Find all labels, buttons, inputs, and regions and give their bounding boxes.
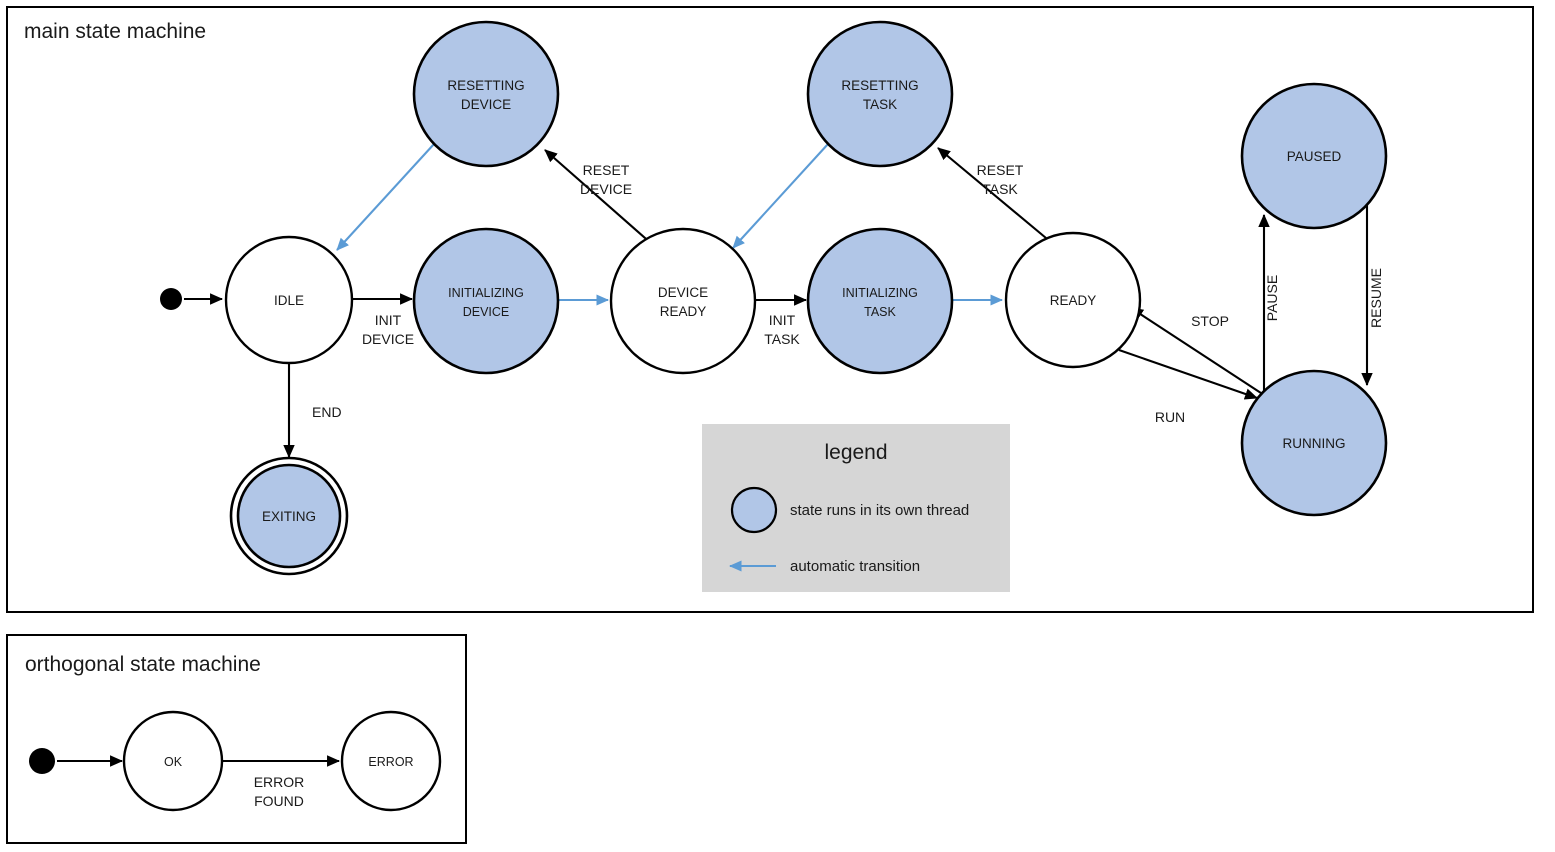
- label-stop: STOP: [1191, 313, 1229, 329]
- label-reset-device-line1: RESET: [583, 162, 630, 178]
- state-resetting-device[interactable]: RESETTING DEVICE: [412, 20, 560, 168]
- state-initializing-task-label-line1: INITIALIZING: [842, 286, 918, 300]
- legend-title: legend: [824, 441, 887, 464]
- state-running-label: RUNNING: [1283, 436, 1346, 451]
- state-initializing-device-label-line2: DEVICE: [463, 305, 510, 319]
- state-initializing-device-shape[interactable]: [412, 227, 560, 375]
- state-exiting[interactable]: EXITING: [229, 456, 349, 576]
- state-exiting-shape[interactable]: [236, 463, 342, 569]
- state-device-ready-label-line1: DEVICE: [658, 285, 708, 300]
- orthogonal-initial-pseudostate-dot: [29, 748, 55, 774]
- state-ok[interactable]: OK: [122, 710, 224, 812]
- edge-resetting-task-to-device-ready: [732, 143, 829, 249]
- label-reset-device-line2: DEVICE: [580, 181, 632, 197]
- transition-running-pause: PAUSE: [1258, 213, 1280, 396]
- state-device-ready-shape[interactable]: [609, 227, 757, 375]
- orthogonal-frame-title: orthogonal state machine: [25, 653, 261, 676]
- state-paused-shape[interactable]: [1240, 82, 1388, 230]
- state-ok-shape[interactable]: [122, 710, 224, 812]
- transition-resettask-devready: [732, 143, 829, 249]
- label-run: RUN: [1155, 409, 1185, 425]
- label-error-found-line2: FOUND: [254, 793, 304, 809]
- state-paused-label: PAUSED: [1287, 149, 1342, 164]
- edge-ready-to-running: [1118, 349, 1258, 400]
- transition-ready-run: RUN: [1118, 349, 1258, 425]
- legend-panel: legend state runs in its own thread auto…: [702, 424, 1010, 592]
- state-ready[interactable]: READY: [1004, 231, 1142, 369]
- main-states: IDLE RESETTING DEVICE INITIALIZING DEVIC…: [224, 20, 1388, 576]
- state-running[interactable]: RUNNING: [1240, 369, 1388, 517]
- edge-ready-to-resetting-task: [937, 147, 1047, 239]
- state-exiting-label: EXITING: [262, 509, 316, 524]
- state-idle-label: IDLE: [274, 293, 304, 308]
- thread-state-circle-icon: [730, 486, 778, 534]
- main-frame-title: main state machine: [24, 20, 206, 43]
- label-reset-task-line1: RESET: [977, 162, 1024, 178]
- state-ready-shape[interactable]: [1004, 231, 1142, 369]
- transition-start-idle: [160, 288, 224, 310]
- label-init-task-line2: TASK: [764, 331, 800, 347]
- label-resume: RESUME: [1368, 268, 1384, 328]
- state-initializing-task-shape[interactable]: [806, 227, 954, 375]
- orthogonal-state-machine-frame: orthogonal state machine ERROR FOUND OK …: [6, 634, 467, 844]
- legend-item-automatic-transition: automatic transition: [728, 558, 920, 575]
- state-device-ready[interactable]: DEVICE READY: [609, 227, 757, 375]
- legend-item-thread-state: state runs in its own thread: [730, 486, 969, 534]
- transition-devready-inittask: INIT TASK: [756, 294, 808, 347]
- state-initializing-task-label-line2: TASK: [864, 305, 896, 319]
- transition-running-stop: STOP: [1130, 307, 1265, 396]
- state-resetting-device-label-line2: DEVICE: [461, 97, 511, 112]
- state-paused[interactable]: PAUSED: [1240, 82, 1388, 230]
- state-ready-label: READY: [1050, 293, 1097, 308]
- transition-resetdev-idle: [336, 143, 435, 251]
- label-pause: PAUSE: [1264, 275, 1280, 321]
- state-idle[interactable]: IDLE: [224, 235, 354, 365]
- state-resetting-task-label-line2: TASK: [863, 97, 897, 112]
- label-reset-task-line2: TASK: [982, 181, 1018, 197]
- state-running-shape[interactable]: [1240, 369, 1388, 517]
- state-initializing-device-label-line1: INITIALIZING: [448, 286, 524, 300]
- state-error-shape[interactable]: [340, 710, 442, 812]
- transition-ortho-start-ok: [29, 748, 124, 774]
- transition-devready-resetdev: RESET DEVICE: [544, 149, 654, 246]
- state-resetting-task[interactable]: RESETTING TASK: [806, 20, 954, 168]
- state-idle-shape[interactable]: [224, 235, 354, 365]
- initial-pseudostate-dot: [160, 288, 182, 310]
- state-initializing-device[interactable]: INITIALIZING DEVICE: [412, 227, 560, 375]
- label-error-found-line1: ERROR: [254, 774, 305, 790]
- edge-resetting-device-to-idle: [336, 143, 435, 251]
- label-end: END: [312, 404, 342, 420]
- state-ok-label: OK: [164, 755, 183, 769]
- legend-item-automatic-transition-label: automatic transition: [790, 558, 920, 575]
- state-error[interactable]: ERROR: [340, 710, 442, 812]
- state-resetting-task-label-line1: RESETTING: [841, 78, 918, 93]
- label-init-task-line1: INIT: [769, 312, 796, 328]
- label-init-device-line2: DEVICE: [362, 331, 414, 347]
- state-device-ready-label-line2: READY: [660, 304, 707, 319]
- label-init-device-line1: INIT: [375, 312, 402, 328]
- legend-item-thread-state-label: state runs in its own thread: [790, 502, 969, 519]
- transition-idle-end: END: [283, 362, 342, 459]
- state-resetting-device-label-line1: RESETTING: [447, 78, 524, 93]
- state-resetting-device-shape[interactable]: [412, 20, 560, 168]
- main-transitions: INIT DEVICE END RESET DEVICE: [160, 143, 1384, 459]
- transition-idle-init-device: INIT DEVICE: [352, 293, 414, 347]
- edge-running-to-ready: [1130, 307, 1265, 396]
- edge-device-ready-to-resetting-device: [544, 149, 654, 246]
- state-initializing-task[interactable]: INITIALIZING TASK: [806, 227, 954, 375]
- transition-paused-resume: RESUME: [1361, 205, 1384, 387]
- state-error-label: ERROR: [368, 755, 413, 769]
- transition-ortho-ok-error: ERROR FOUND: [221, 755, 341, 809]
- state-resetting-task-shape[interactable]: [806, 20, 954, 168]
- transition-ready-resettask: RESET TASK: [937, 147, 1047, 239]
